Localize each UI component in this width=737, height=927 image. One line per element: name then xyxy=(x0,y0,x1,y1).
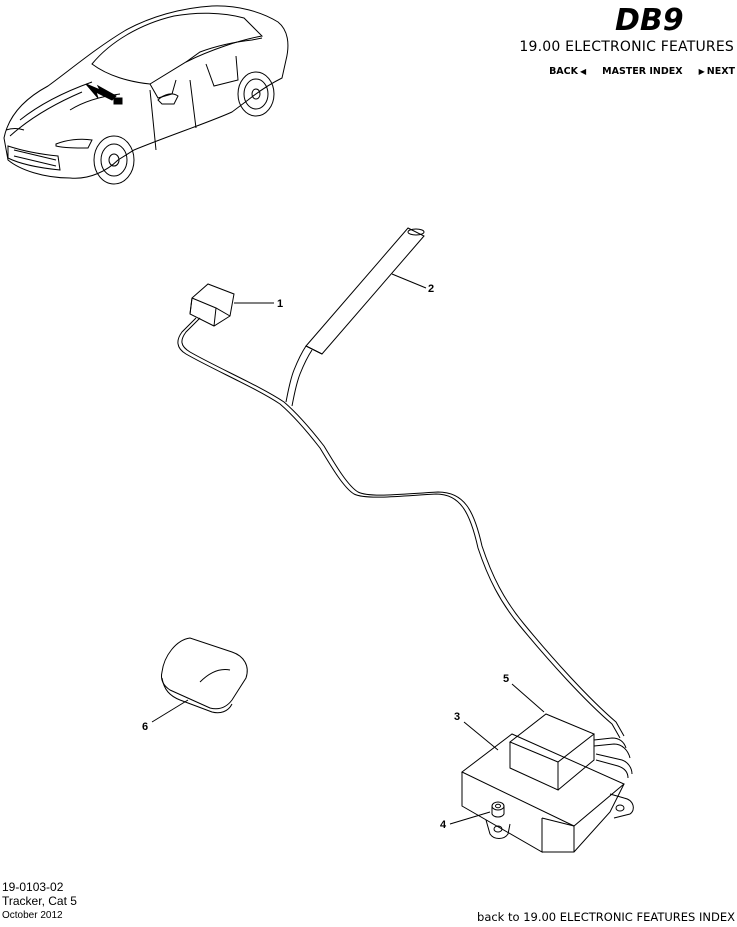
antenna-pad-part xyxy=(161,637,248,714)
back-button[interactable]: BACK◀ xyxy=(549,66,588,77)
gps-antenna-part xyxy=(177,283,625,739)
car-illustration xyxy=(3,5,289,185)
section-title: 19.00 ELECTRONIC FEATURES xyxy=(519,39,734,55)
back-to-index-link[interactable]: back to 19.00 ELECTRONIC FEATURES INDEX xyxy=(477,910,735,924)
logo-text: DB9 xyxy=(615,3,684,38)
diagram-date: October 2012 xyxy=(2,910,63,921)
leader-line-3 xyxy=(463,721,499,751)
diagram-code: 19-0103-02 xyxy=(2,880,64,894)
leader-line-5 xyxy=(511,683,545,713)
connector-part xyxy=(491,801,505,818)
leader-line-6 xyxy=(151,699,189,723)
tracker-module-part xyxy=(461,733,634,853)
callout-4: 4 xyxy=(440,819,447,831)
arrow-icon xyxy=(85,83,123,105)
triangle-right-icon: ▶ xyxy=(698,67,705,76)
db9-logo: DB9 xyxy=(615,3,684,38)
footer-info: 19-0103-02 Tracker, Cat 5 October 2012 xyxy=(2,880,77,924)
diagram-description: Tracker, Cat 5 xyxy=(2,894,77,908)
callout-6: 6 xyxy=(142,721,148,733)
gsm-antenna-part xyxy=(285,227,425,407)
callout-5: 5 xyxy=(503,673,509,685)
next-label: NEXT xyxy=(706,66,735,77)
callout-2: 2 xyxy=(428,283,434,295)
leader-line-2 xyxy=(391,273,427,289)
module-cover-part xyxy=(509,713,633,791)
back-label: BACK xyxy=(549,66,578,77)
callout-1: 1 xyxy=(277,298,283,310)
master-index-button[interactable]: MASTER INDEX xyxy=(602,66,683,77)
leader-line-4 xyxy=(449,811,491,825)
parts-diagram: 1 2 3 4 5 xyxy=(142,227,634,853)
next-button[interactable]: ▶NEXT xyxy=(697,66,735,77)
navigation-bar: BACK◀ MASTER INDEX ▶NEXT xyxy=(549,66,735,77)
triangle-left-icon: ◀ xyxy=(580,67,587,76)
callout-3: 3 xyxy=(454,711,460,723)
